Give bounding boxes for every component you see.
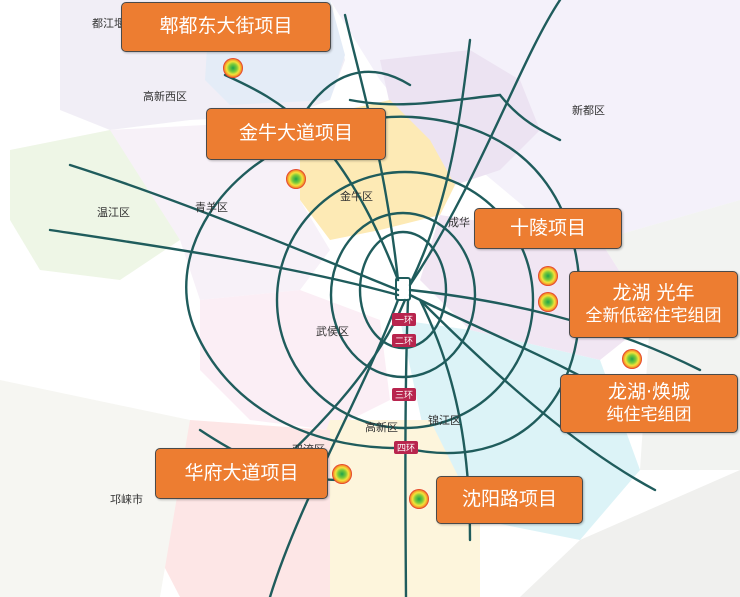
road-west-a	[68, 163, 400, 292]
road-north-cross	[348, 93, 502, 106]
callout-jinniu[interactable]: 金牛大道项目	[206, 108, 386, 160]
callout-longhu-guangnian-line2: 全新低密住宅组团	[585, 305, 722, 326]
marker-shiling[interactable]	[538, 266, 558, 286]
callout-pidu-label: 郫都东大街项目	[159, 15, 293, 38]
region-qionglai	[0, 380, 190, 597]
label-gaoxin-west: 高新西区	[143, 89, 187, 103]
callout-shiling-label: 十陵项目	[509, 216, 586, 239]
label-qionglai: 邛崃市	[110, 492, 143, 506]
callout-jinniu-label: 金牛大道项目	[238, 122, 353, 145]
callout-longhu-huancheng[interactable]: 龙湖·焕城 纯住宅组团	[560, 374, 738, 433]
marker-shenyang[interactable]	[409, 489, 429, 509]
label-dujiang: 都江堰	[92, 17, 125, 30]
marker-huafu[interactable]	[332, 464, 352, 484]
road-north-b	[410, 38, 472, 282]
label-xindu: 新都区	[572, 103, 605, 117]
ring-road-2	[329, 211, 477, 379]
ring4-badge	[394, 441, 418, 454]
label-wuhou: 武侯区	[316, 324, 349, 338]
ring-road-badges: 一环 二环 三环 四环	[392, 313, 418, 454]
callout-longhu-huancheng-line1: 龙湖·焕城	[607, 381, 691, 403]
marker-jinniu[interactable]	[286, 169, 306, 189]
ring-road-1	[358, 230, 448, 350]
callout-huafu[interactable]: 华府大道项目	[155, 448, 328, 499]
road-south-b	[268, 298, 400, 597]
region-southeast	[520, 470, 740, 597]
ring1-label: 一环	[395, 315, 413, 326]
label-jinniu: 金牛区	[340, 189, 373, 203]
ring3-badge	[392, 388, 416, 401]
road-northeast-link	[498, 93, 562, 142]
callout-shenyang-label: 沈阳路项目	[461, 488, 557, 511]
region-gaoxin	[300, 420, 480, 597]
label-gaoxin: 高新区	[365, 420, 398, 434]
label-chenghua: 成华	[448, 215, 470, 229]
ring3-label: 三环	[395, 390, 413, 401]
road-southeast	[418, 298, 657, 492]
callout-longhu-guangnian[interactable]: 龙湖 光年 全新低密住宅组团	[569, 271, 738, 338]
road-east-a	[408, 288, 702, 372]
callout-longhu-huancheng-line2: 纯住宅组团	[606, 404, 692, 425]
ring2-badge	[392, 334, 416, 347]
road-west-b	[48, 228, 400, 297]
road-north-link	[298, 70, 412, 122]
label-wenjiang: 温江区	[97, 206, 130, 219]
region-qingyang	[110, 120, 330, 300]
road-northeast	[408, 0, 562, 287]
ring1-badge	[392, 313, 416, 326]
callout-longhu-guangnian-line1: 龙湖 光年	[612, 282, 695, 304]
callout-shenyang[interactable]: 沈阳路项目	[436, 476, 583, 524]
ring2-label: 二环	[395, 336, 413, 347]
callout-shiling[interactable]: 十陵项目	[474, 208, 622, 249]
ring4-label: 四环	[397, 443, 415, 454]
callout-huafu-label: 华府大道项目	[184, 461, 299, 484]
label-qingyang: 青羊区	[195, 200, 228, 214]
marker-longhu-guangnian[interactable]	[538, 292, 558, 312]
road-south-a	[404, 298, 410, 597]
marker-longhu-huancheng[interactable]	[622, 349, 642, 369]
region-wuhou	[200, 290, 390, 430]
project-markers	[223, 58, 642, 509]
callout-pidu[interactable]: 郫都东大街项目	[121, 2, 331, 52]
marker-pidu[interactable]	[223, 58, 243, 78]
label-jinjiang: 锦江区	[428, 413, 461, 427]
